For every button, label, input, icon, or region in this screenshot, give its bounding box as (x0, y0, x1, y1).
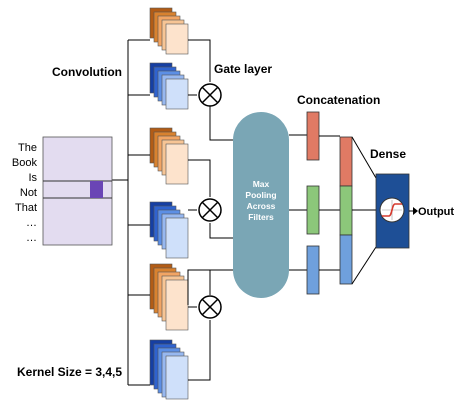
input-word: Book (12, 157, 38, 169)
gate-multiply-icon (198, 198, 222, 222)
output-label: Output (418, 206, 454, 218)
filter-stack-blue-3 (149, 339, 189, 400)
concatenation-label: Concatenation (297, 93, 380, 107)
pooling-label-line4: Filters (248, 212, 274, 222)
input-word: Not (20, 187, 37, 199)
input-words: The Book Is Not That … … (12, 142, 38, 244)
gate-multiply-icon (198, 83, 222, 107)
input-word: Is (28, 172, 37, 184)
kernel-size-label: Kernel Size = 3,4,5 (17, 365, 122, 379)
pool-to-concat-wires (289, 134, 307, 271)
filter-stack-orange-2 (149, 127, 189, 185)
concat-join-wires (319, 135, 340, 271)
concat-block-green (306, 185, 320, 235)
input-word: … (26, 232, 37, 244)
filter-stack-orange-3 (149, 263, 189, 331)
input-highlight-cell (90, 181, 103, 198)
concat-block-red (306, 111, 320, 161)
pooling-label-line2: Pooling (245, 190, 276, 200)
concat-vector-green (339, 185, 353, 236)
output-arrowhead (413, 207, 418, 215)
input-word: The (18, 142, 37, 154)
pooling-label-line3: Across (247, 201, 276, 211)
input-to-filter-wires (112, 39, 150, 386)
filter-stack-orange-1 (149, 7, 189, 55)
dense-label: Dense (370, 147, 406, 161)
concat-vector-blue (339, 234, 353, 285)
convolution-label: Convolution (52, 65, 122, 79)
input-word: That (15, 202, 37, 214)
pooling-label-line1: Max (253, 179, 270, 189)
dense-fan-wires (351, 136, 377, 285)
input-word: … (26, 217, 37, 229)
concat-vector-red (339, 136, 353, 187)
gate-multiply-icon (198, 295, 222, 319)
gate-layer-label: Gate layer (214, 62, 272, 76)
concat-block-blue (306, 245, 320, 295)
sigmoid-icon (379, 197, 405, 223)
filter-stack-blue-1 (149, 62, 189, 110)
input-embedding-matrix (42, 136, 113, 246)
max-pooling-block (233, 112, 289, 298)
filter-stack-blue-2 (149, 201, 189, 259)
